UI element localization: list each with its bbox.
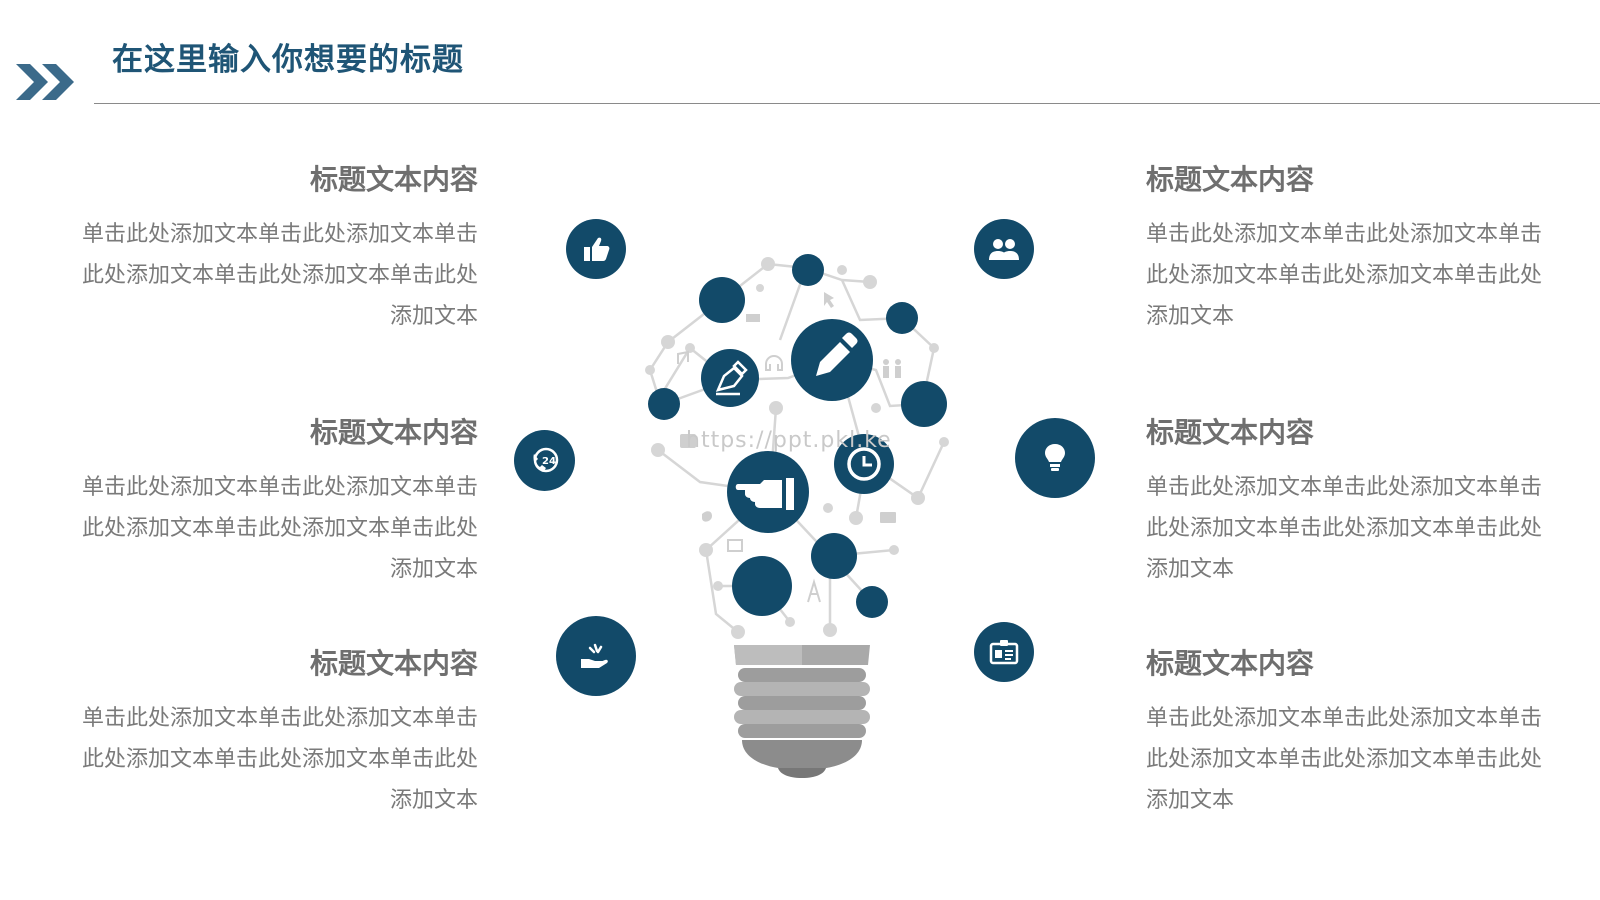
body-line: 添加文本: [389, 788, 478, 813]
thumbs-up-icon[interactable]: [566, 219, 626, 279]
text-block-right-1: 标题文本内容 单击此处添加文本单击此处添加文本单击 此处添加文本单击此处添加文本…: [1146, 160, 1566, 337]
body-line: 添加文本: [1146, 304, 1235, 329]
body-line: 此处添加文本单击此处添加文本单击此处: [1146, 516, 1543, 541]
lightbulb-network-illustration: [645, 254, 949, 778]
body-line: 单击此处添加文本单击此处添加文本单击: [81, 706, 478, 731]
block-body[interactable]: 单击此处添加文本单击此处添加文本单击 此处添加文本单击此处添加文本单击此处 添加…: [1146, 698, 1566, 821]
block-body[interactable]: 单击此处添加文本单击此处添加文本单击 此处添加文本单击此处添加文本单击此处 添加…: [58, 214, 478, 337]
text-block-left-2: 标题文本内容 单击此处添加文本单击此处添加文本单击 此处添加文本单击此处添加文本…: [58, 413, 478, 590]
body-line: 添加文本: [1146, 788, 1235, 813]
body-line: 添加文本: [389, 304, 478, 329]
body-line: 单击此处添加文本单击此处添加文本单击: [1146, 706, 1543, 731]
text-block-left-3: 标题文本内容 单击此处添加文本单击此处添加文本单击 此处添加文本单击此处添加文本…: [58, 644, 478, 821]
body-line: 单击此处添加文本单击此处添加文本单击: [1146, 475, 1543, 500]
block-title[interactable]: 标题文本内容: [1146, 416, 1315, 449]
body-line: 单击此处添加文本单击此处添加文本单击: [81, 222, 478, 247]
body-line: 此处添加文本单击此处添加文本单击此处: [81, 263, 478, 288]
header-divider: [94, 103, 1600, 104]
watermark-text: https://ppt.pkl.ke: [686, 428, 892, 453]
block-body[interactable]: 单击此处添加文本单击此处添加文本单击 此处添加文本单击此处添加文本单击此处 添加…: [58, 467, 478, 590]
block-title[interactable]: 标题文本内容: [1146, 163, 1315, 196]
block-body[interactable]: 单击此处添加文本单击此处添加文本单击 此处添加文本单击此处添加文本单击此处 添加…: [1146, 214, 1566, 337]
block-body[interactable]: 单击此处添加文本单击此处添加文本单击 此处添加文本单击此处添加文本单击此处 添加…: [58, 698, 478, 821]
body-line: 此处添加文本单击此处添加文本单击此处: [1146, 747, 1543, 772]
text-block-left-1: 标题文本内容 单击此处添加文本单击此处添加文本单击 此处添加文本单击此处添加文本…: [58, 160, 478, 337]
phone-24-icon[interactable]: 24: [514, 430, 575, 491]
svg-text:24: 24: [542, 456, 556, 467]
block-title[interactable]: 标题文本内容: [309, 163, 478, 196]
block-body[interactable]: 单击此处添加文本单击此处添加文本单击 此处添加文本单击此处添加文本单击此处 添加…: [1146, 467, 1566, 590]
body-line: 此处添加文本单击此处添加文本单击此处: [81, 747, 478, 772]
block-title[interactable]: 标题文本内容: [309, 416, 478, 449]
lightbulb-icon[interactable]: [1015, 418, 1095, 498]
body-line: 添加文本: [389, 557, 478, 582]
block-title[interactable]: 标题文本内容: [309, 647, 478, 680]
block-title[interactable]: 标题文本内容: [1146, 647, 1315, 680]
body-line: 添加文本: [1146, 557, 1235, 582]
double-chevron-icon: [16, 64, 74, 100]
body-line: 单击此处添加文本单击此处添加文本单击: [1146, 222, 1543, 247]
body-line: 此处添加文本单击此处添加文本单击此处: [1146, 263, 1543, 288]
page-title[interactable]: 在这里输入你想要的标题: [112, 42, 464, 78]
people-icon[interactable]: [974, 219, 1034, 279]
text-block-right-3: 标题文本内容 单击此处添加文本单击此处添加文本单击 此处添加文本单击此处添加文本…: [1146, 644, 1566, 821]
text-block-right-2: 标题文本内容 单击此处添加文本单击此处添加文本单击 此处添加文本单击此处添加文本…: [1146, 413, 1566, 590]
hand-plant-icon[interactable]: [556, 616, 636, 696]
id-card-icon[interactable]: [974, 622, 1034, 682]
body-line: 此处添加文本单击此处添加文本单击此处: [81, 516, 478, 541]
body-line: 单击此处添加文本单击此处添加文本单击: [81, 475, 478, 500]
